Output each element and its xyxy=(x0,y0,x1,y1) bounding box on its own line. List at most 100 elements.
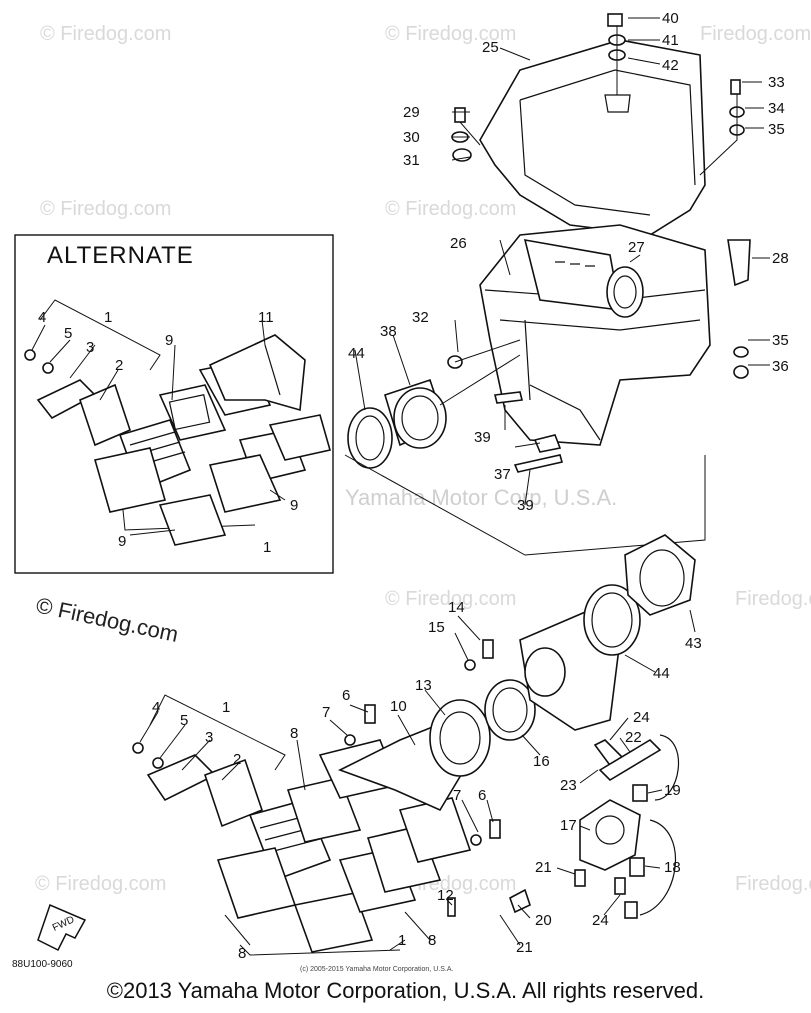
callout-label: 21 xyxy=(516,939,533,956)
fitting-part xyxy=(629,857,645,877)
callout-label: 36 xyxy=(772,358,789,375)
manifold-part xyxy=(208,334,306,412)
gasket-part xyxy=(293,892,374,953)
washer-part xyxy=(470,834,482,846)
watermark-text: Firedog.com xyxy=(735,588,811,610)
alternate-title: ALTERNATE xyxy=(47,242,194,269)
nut-part xyxy=(733,365,749,379)
fitting-part xyxy=(632,784,648,802)
watermark-text: © Firedog.com xyxy=(40,198,171,220)
callout-label: 5 xyxy=(64,325,72,342)
bolt-part xyxy=(607,13,623,27)
fitting-part xyxy=(614,877,626,895)
callout-label: 2 xyxy=(115,357,123,374)
callout-label: 28 xyxy=(772,250,789,267)
washer-part xyxy=(42,362,54,374)
callout-label: 11 xyxy=(258,309,274,326)
fitting-part xyxy=(574,869,586,887)
callout-label: 9 xyxy=(290,497,298,514)
callout-label: 13 xyxy=(415,677,432,694)
callout-label: 27 xyxy=(628,239,645,256)
callout-label: 26 xyxy=(450,235,467,252)
callout-label: 8 xyxy=(428,932,436,949)
small-copyright: (c) 2005-2015 Yamaha Motor Corporation, … xyxy=(300,966,453,973)
clamp-part xyxy=(583,584,641,656)
callout-label: 24 xyxy=(592,912,609,929)
callout-label: 10 xyxy=(390,698,407,715)
callout-label: 4 xyxy=(152,699,160,716)
pin-part xyxy=(447,897,456,917)
callout-label: 23 xyxy=(560,777,577,794)
reed-valve-part xyxy=(36,379,192,492)
callout-label: 3 xyxy=(205,729,213,746)
callout-label: 39 xyxy=(474,429,491,446)
strip-part xyxy=(513,454,564,473)
clip-part xyxy=(533,434,562,453)
callout-label: 5 xyxy=(180,712,188,729)
callout-label: 12 xyxy=(437,887,454,904)
callout-label: 31 xyxy=(403,152,420,169)
center-watermark: Yamaha Motor Corp, U.S.A. xyxy=(345,485,617,510)
callout-label: 8 xyxy=(238,945,246,962)
watermark-text: Firedog.com xyxy=(700,23,811,45)
callout-label: 42 xyxy=(662,57,679,74)
screw-part xyxy=(24,349,36,361)
alternate-inset: ALTERNATE 4 5 3 xyxy=(14,234,334,574)
washer-part xyxy=(733,346,749,358)
callout-label: 9 xyxy=(118,533,126,550)
callout-label: 38 xyxy=(380,323,397,340)
callout-label: 29 xyxy=(403,104,420,121)
bolt-part xyxy=(364,704,376,724)
bolt-part xyxy=(482,639,494,659)
watermark-text: © Firedog.com xyxy=(40,23,171,45)
strip-part xyxy=(494,391,523,404)
callout-label: 15 xyxy=(428,619,445,636)
washer-part xyxy=(464,659,476,671)
callout-label: 33 xyxy=(768,74,785,91)
callout-label: 22 xyxy=(625,729,642,746)
callout-label: 17 xyxy=(560,817,577,834)
bolt-part xyxy=(489,819,501,839)
callout-label: 1 xyxy=(398,932,406,949)
callout-label: 35 xyxy=(772,332,789,349)
callout-label: 6 xyxy=(342,687,350,704)
callout-label: 25 xyxy=(482,39,499,56)
callout-label: 30 xyxy=(403,129,420,146)
watermark-text: Firedog.com xyxy=(735,873,811,895)
callout-label: 6 xyxy=(478,787,486,804)
joint-part xyxy=(624,534,696,616)
hose-part xyxy=(598,738,662,782)
callout-label: 32 xyxy=(412,309,429,326)
callout-label: 44 xyxy=(653,665,670,682)
callout-label: 21 xyxy=(535,859,552,876)
joint-part xyxy=(429,699,491,777)
callout-label: 18 xyxy=(664,859,681,876)
filter-part xyxy=(509,888,531,914)
reed-valve-part xyxy=(203,758,264,828)
watermark-text: © Firedog.com xyxy=(385,198,516,220)
fitting-part xyxy=(624,901,638,919)
callout-label: 43 xyxy=(685,635,702,652)
carburetor-intake-assembly: 14 15 43 44 13 6 7 10 16 1 4 5 3 2 8 24 … xyxy=(132,534,702,962)
callout-label: 34 xyxy=(768,100,785,117)
callout-label: 20 xyxy=(535,912,552,929)
screw-part xyxy=(132,742,144,754)
watermark-text: © Firedog.com xyxy=(385,23,516,45)
callout-label: 7 xyxy=(453,787,461,804)
callout-label: 41 xyxy=(662,32,679,49)
callout-label: 14 xyxy=(448,599,465,616)
callout-label: 3 xyxy=(86,339,94,356)
diagram-code: 88U100-9060 xyxy=(12,959,73,970)
callout-label: 1 xyxy=(263,539,271,556)
copyright-notice: ©2013 Yamaha Motor Corporation, U.S.A. A… xyxy=(106,978,705,1003)
fuel-pump-part xyxy=(579,799,641,871)
bolt-part xyxy=(454,107,466,123)
washer-part xyxy=(152,757,164,769)
callout-label: 1 xyxy=(222,699,230,716)
callout-label: 4 xyxy=(38,309,46,326)
firedog-watermark: © Firedog.com xyxy=(34,592,181,647)
callout-label: 24 xyxy=(633,709,650,726)
callout-label: 44 xyxy=(348,345,365,362)
callout-label: 39 xyxy=(517,497,534,514)
